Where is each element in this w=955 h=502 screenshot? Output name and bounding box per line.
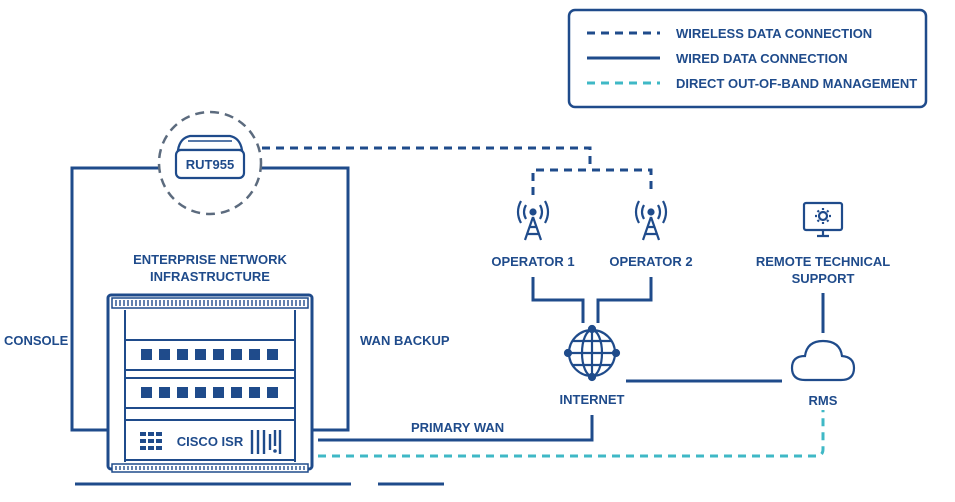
legend-wireless-label: WIRELESS DATA CONNECTION bbox=[676, 26, 872, 41]
rms-label: RMS bbox=[809, 393, 838, 408]
remote-support-label-line1: REMOTE TECHNICAL bbox=[756, 254, 890, 269]
cisco-label: CISCO ISR bbox=[177, 434, 244, 449]
console-link bbox=[70, 166, 160, 432]
legend-oob-label: DIRECT OUT-OF-BAND MANAGEMENT bbox=[676, 76, 917, 91]
enterprise-rack: ENTERPRISE NETWORK INFRASTRUCTURE bbox=[106, 252, 314, 473]
primary-wan-label: PRIMARY WAN bbox=[411, 420, 504, 435]
remote-support-label-line2: SUPPORT bbox=[792, 271, 855, 286]
wan-backup-link bbox=[258, 166, 350, 432]
router-label: RUT955 bbox=[186, 157, 234, 172]
router-node: RUT955 bbox=[157, 110, 263, 216]
cloud-icon bbox=[790, 339, 856, 382]
monitor-gear-icon bbox=[802, 201, 844, 238]
operator1-label: OPERATOR 1 bbox=[491, 254, 574, 269]
primary-wan-link bbox=[318, 415, 594, 442]
operator1-node: OPERATOR 1 bbox=[491, 200, 575, 269]
operator1-internet-link bbox=[531, 277, 585, 323]
operator2-node: OPERATOR 2 bbox=[609, 200, 693, 269]
router-wireless-link bbox=[262, 146, 592, 168]
wan-backup-label: WAN BACKUP bbox=[360, 333, 450, 348]
console-label: CONSOLE bbox=[4, 333, 69, 348]
globe-icon bbox=[563, 324, 621, 382]
router-icon bbox=[174, 134, 246, 180]
rack-icon bbox=[106, 293, 314, 473]
oob-link bbox=[318, 410, 825, 458]
legend: WIRELESS DATA CONNECTION WIRED DATA CONN… bbox=[567, 8, 928, 109]
antenna-icon bbox=[516, 200, 550, 241]
internet-node: INTERNET bbox=[560, 324, 625, 407]
operator2-internet-link bbox=[596, 277, 653, 323]
remote-support-node: REMOTE TECHNICAL SUPPORT bbox=[756, 201, 890, 286]
antenna-icon bbox=[634, 200, 668, 241]
internet-label: INTERNET bbox=[560, 392, 625, 407]
operators-wireless-link bbox=[531, 168, 653, 195]
legend-wired-label: WIRED DATA CONNECTION bbox=[676, 51, 848, 66]
rms-node: RMS bbox=[790, 339, 856, 408]
connections bbox=[70, 146, 825, 486]
operator2-label: OPERATOR 2 bbox=[609, 254, 692, 269]
enterprise-title-line1: ENTERPRISE NETWORK bbox=[133, 252, 287, 267]
enterprise-title-line2: INFRASTRUCTURE bbox=[150, 269, 270, 284]
